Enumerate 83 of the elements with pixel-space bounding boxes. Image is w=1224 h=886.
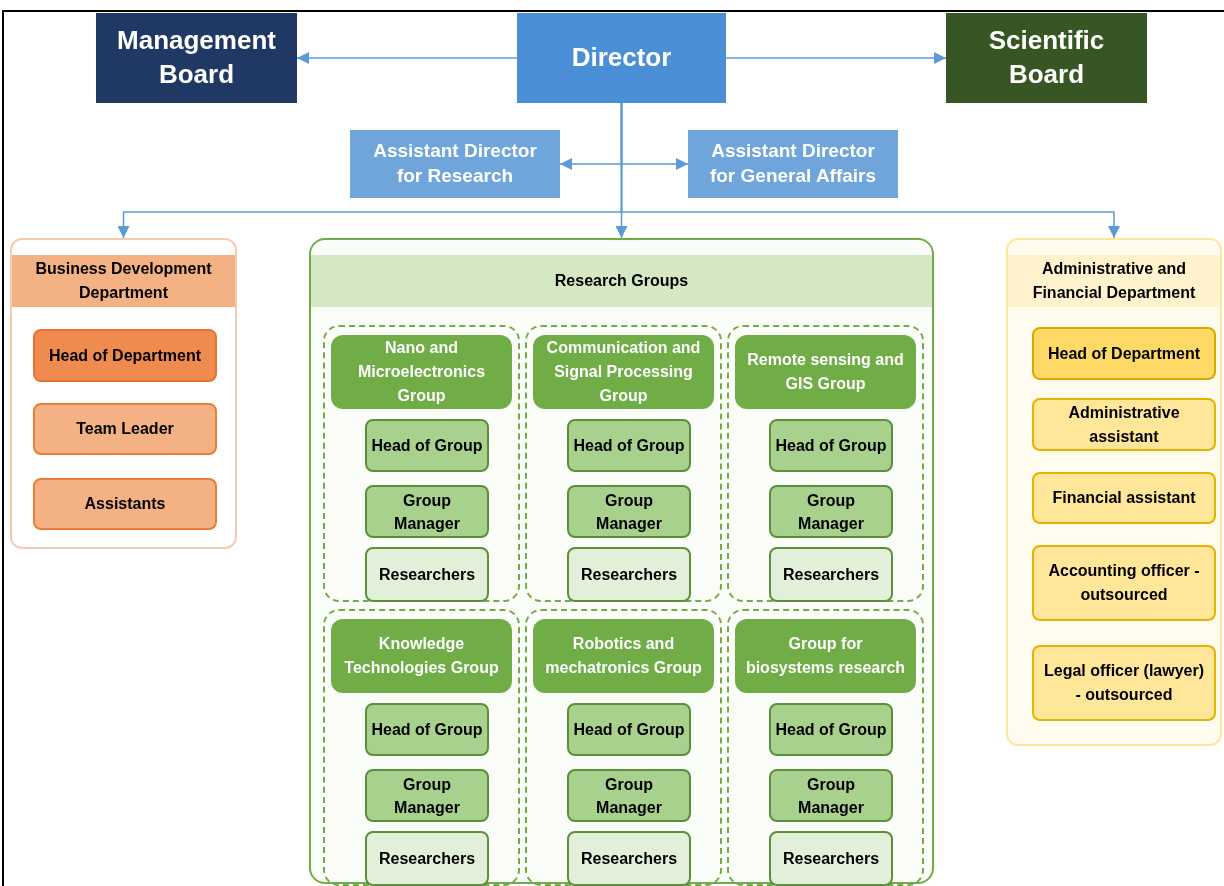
- group-dashed-box: [323, 609, 520, 886]
- group-title: Communication and Signal Processing Group: [533, 335, 714, 409]
- group-dashed-box: [323, 325, 520, 602]
- department-heading: Administrative and Financial Department: [1031, 259, 1197, 303]
- role-label: Group Manager: [595, 774, 663, 818]
- department-heading: Business Development Department: [34, 259, 213, 303]
- role-box: [96, 13, 297, 103]
- role-box: [567, 485, 691, 538]
- role-label: Head of Group: [371, 720, 483, 740]
- role-label: Scientific Board: [987, 24, 1106, 91]
- role-box: [517, 13, 726, 103]
- role-label: Head of Group: [371, 436, 483, 456]
- role-box: [365, 703, 489, 756]
- role-label: Assistant Director for General Affairs: [708, 139, 878, 188]
- role-label: Group Manager: [595, 490, 663, 534]
- role-box: [365, 419, 489, 472]
- role-label: Researchers: [580, 565, 678, 585]
- role-label: Researchers: [580, 849, 678, 869]
- role-label: Director: [571, 41, 672, 75]
- role-label: Head of Group: [775, 436, 887, 456]
- role-box: [1032, 545, 1216, 621]
- group-title: Remote sensing and GIS Group: [735, 335, 916, 409]
- role-label: Assistant Director for Research: [372, 139, 538, 188]
- role-label: Assistants: [84, 494, 166, 514]
- role-box: [769, 419, 893, 472]
- role-box: [33, 403, 217, 455]
- role-box: [769, 485, 893, 538]
- role-box: [567, 703, 691, 756]
- role-label: Researchers: [782, 849, 880, 869]
- role-box: [769, 703, 893, 756]
- role-box: [769, 769, 893, 822]
- role-box: [1032, 645, 1216, 721]
- role-label: Accounting officer - outsourced: [1047, 561, 1201, 605]
- role-box: [350, 130, 560, 198]
- role-box: [365, 547, 489, 602]
- role-label: Head of Department: [49, 345, 201, 366]
- role-box: [567, 419, 691, 472]
- role-label: Group Manager: [797, 774, 865, 818]
- role-box: [769, 831, 893, 886]
- role-label: Group Manager: [393, 490, 461, 534]
- role-box: [567, 769, 691, 822]
- role-label: Head of Group: [573, 436, 685, 456]
- role-label: Team Leader: [76, 419, 174, 439]
- role-box: [946, 13, 1147, 103]
- role-label: Researchers: [378, 565, 476, 585]
- role-box: [33, 329, 217, 382]
- group-title: Knowledge Technologies Group: [331, 619, 512, 693]
- role-box: [365, 769, 489, 822]
- group-title: Robotics and mechatronics Group: [533, 619, 714, 693]
- department-container: [10, 238, 237, 549]
- connector-arrow: [725, 52, 947, 64]
- role-label: Head of Group: [775, 720, 887, 740]
- department-heading: Research Groups: [553, 271, 690, 291]
- role-box: [365, 831, 489, 886]
- role-box: [567, 547, 691, 602]
- role-box: [1032, 398, 1216, 451]
- role-label: Researchers: [782, 565, 880, 585]
- group-dashed-box: [525, 325, 722, 602]
- role-box: [1032, 327, 1216, 380]
- research-container: [309, 238, 934, 884]
- group-title: Nano and Microelectronics Group: [331, 335, 512, 409]
- role-label: Financial assistant: [1052, 488, 1196, 508]
- group-title: Group for biosystems research: [735, 619, 916, 693]
- role-box: [33, 478, 217, 530]
- group-dashed-box: [727, 609, 924, 886]
- role-box: [688, 130, 898, 198]
- group-dashed-box: [727, 325, 924, 602]
- role-box: [1032, 472, 1216, 524]
- role-box: [567, 831, 691, 886]
- group-dashed-box: [525, 609, 722, 886]
- role-label: Head of Department: [1048, 343, 1200, 364]
- role-label: Group Manager: [797, 490, 865, 534]
- role-label: Group Manager: [393, 774, 461, 818]
- connector-arrow: [296, 52, 518, 64]
- connector-arrow: [620, 102, 1120, 239]
- role-label: Administrative assistant: [1067, 402, 1181, 447]
- role-label: Legal officer (lawyer) - outsourced: [1042, 661, 1205, 705]
- role-box: [365, 485, 489, 538]
- role-label: Researchers: [378, 849, 476, 869]
- role-label: Management Board: [116, 24, 277, 91]
- role-label: Head of Group: [573, 720, 685, 740]
- department-container: [1006, 238, 1222, 746]
- role-box: [769, 547, 893, 602]
